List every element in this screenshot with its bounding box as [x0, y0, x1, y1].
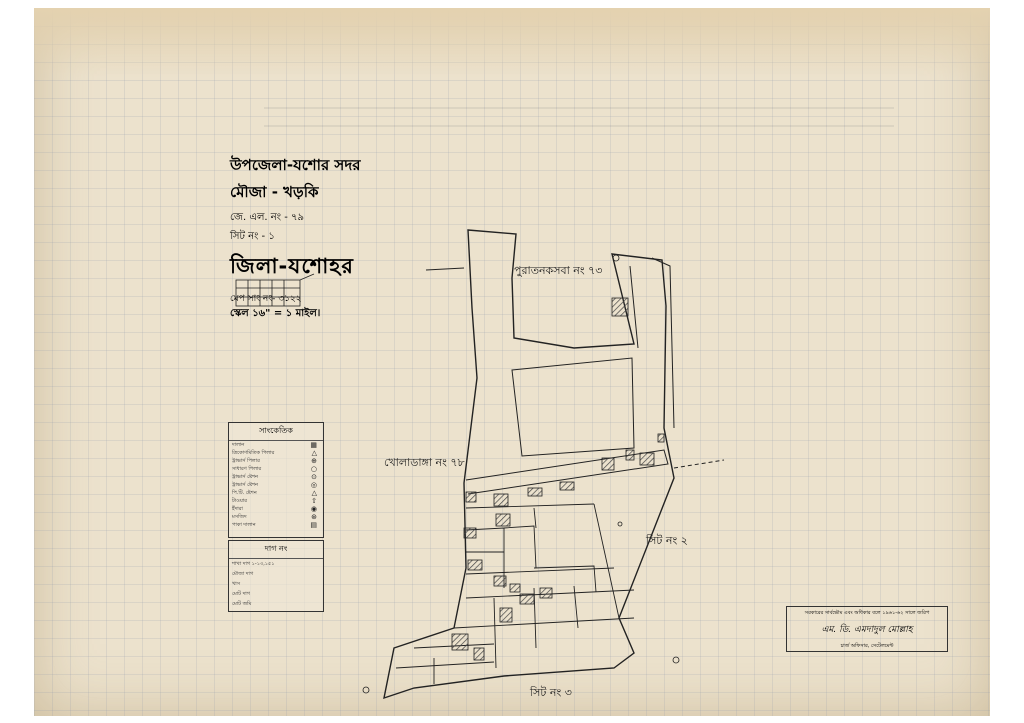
- road: [465, 449, 669, 495]
- legend-symbol-icon: ◉: [310, 505, 317, 513]
- legend-symbol-icon: ⊕: [311, 457, 317, 465]
- buildings: [451, 297, 665, 661]
- cadastral-map: [235, 107, 894, 700]
- stats-row: মোট দাগ: [232, 591, 250, 597]
- plot-stats-box: দাগ নং শাখা দাগ ১-১৩,১৫১ মৌজা দাগ খাস মোট দ…: [228, 540, 324, 612]
- legend-title: সাংকেতিক: [229, 423, 323, 441]
- central-plot: [511, 357, 635, 457]
- label-south-sheet: সিট নং ৩: [530, 686, 572, 699]
- district-name: জিলা-যশোহর: [230, 254, 354, 278]
- legend-item: টাওয়ার ⇧: [229, 497, 323, 505]
- legend-box: সাংকেতিক দালান▦ত্রিকোণমিতিক পিলার△ট্রাভা…: [228, 422, 324, 538]
- legend-item-label: পি.টি. ষ্টেশন: [232, 490, 257, 496]
- signature-box: সরকারের সার্বভৌম এবং অধিকার বলে ১৯৬১-৬২ …: [786, 606, 948, 652]
- legend-symbol-icon: ○: [310, 465, 317, 473]
- legend-symbol-icon: ⇧: [311, 497, 317, 505]
- plot-lines: [395, 503, 635, 684]
- stats-row: শাখা দাগ ১-১৩,১৫১: [232, 561, 275, 567]
- legend-symbol-icon: △: [311, 489, 317, 497]
- paper-stain: [34, 8, 990, 78]
- legend-item-label: দালান: [232, 442, 245, 448]
- legend-item: দালান ▦: [229, 441, 323, 449]
- legend-symbol-icon: ⊛: [311, 513, 317, 521]
- sheet-number: সিট নং - ১: [230, 231, 275, 242]
- mouza-name: মৌজা - খড়কি: [230, 183, 319, 201]
- legend-item-label: ইঁদারা: [232, 506, 243, 512]
- legend-item: ইঁদারা ◉: [229, 505, 323, 513]
- header-table-lines: [264, 107, 894, 127]
- map-title-block: উপজেলা-যশোর সদর মৌজা - খড়কি জে. এল. নং …: [230, 154, 390, 323]
- legend-item: পি.টি. ষ্টেশন △: [229, 489, 323, 497]
- legend-item-label: টাওয়ার: [232, 498, 247, 504]
- dashed-boundary: [673, 459, 725, 469]
- legend-item: ট্রাভার্স পিলার ⊕: [229, 457, 323, 465]
- legend-item-label: সাধারণ পিলার: [232, 466, 262, 472]
- stats-row: খাস: [232, 581, 241, 587]
- legend-item: ট্রাভার্স ষ্টেশন ⊙: [229, 473, 323, 481]
- legend-item-label: ট্রাভার্স পিলার: [232, 458, 260, 464]
- scale-graphic: [235, 273, 315, 307]
- legend-item-label: ট্রাভার্স ষ্টেশন: [232, 474, 259, 480]
- legend-item-label: ত্রিকোণমিতিক পিলার: [232, 450, 275, 456]
- officer-designation: চার্জ অফিসার, সেটেলমেন্ট: [840, 643, 894, 649]
- jl-number: জে. এল. নং - ৭৯: [230, 212, 305, 223]
- stats-row: মোট জমি: [232, 601, 252, 607]
- legend-symbol-icon: ⊙: [311, 473, 317, 481]
- legend-symbol-icon: △: [311, 449, 317, 457]
- stats-rows: শাখা দাগ ১-১৩,১৫১ মৌজা দাগ খাস মোট দাগ মোট জ…: [229, 559, 323, 609]
- pillar-markers: [362, 254, 680, 694]
- survey-declaration: সরকারের সার্বভৌম এবং অধিকার বলে ১৯৬১-৬২ …: [804, 610, 930, 616]
- label-east-sheet: সিট নং ২: [646, 534, 688, 547]
- legend-item: সাধারণ পিলার ○: [229, 465, 323, 473]
- stats-title: দাগ নং: [229, 541, 323, 559]
- legend-symbol-icon: ▦: [310, 441, 317, 449]
- mouza-boundary: [383, 229, 675, 700]
- boundary-strip: [651, 257, 675, 429]
- legend-item-label: পাকা দালান: [232, 522, 256, 528]
- map-scale: স্কেল ১৬" = ১ মাইল।: [230, 308, 321, 319]
- upazila-name: উপজেলা-যশোর সদর: [230, 156, 361, 174]
- legend-symbol-icon: ◎: [310, 481, 317, 489]
- legend-item: ট্রাভার্স ষ্টেশন ◎: [229, 481, 323, 489]
- map-sheet: উপজেলা-যশোর সদর মৌজা - খড়কি জে. এল. নং …: [34, 8, 990, 716]
- legend-item-label: মসজিদ: [232, 514, 247, 520]
- legend-item: ত্রিকোণমিতিক পিলার △: [229, 449, 323, 457]
- stats-row: মৌজা দাগ: [232, 571, 254, 577]
- label-west-area: খোলাডাঙ্গা নং ৭৮: [384, 456, 465, 469]
- officer-signature: এম. ডি. এমদাদুল মোল্লাহ: [821, 625, 913, 635]
- legend-item: মসজিদ ⊛: [229, 513, 323, 521]
- legend-symbol-icon: ▤: [310, 521, 317, 529]
- label-north-area: পুরাতনকসবা নং ৭৩: [514, 264, 603, 277]
- legend-item-label: ট্রাভার্স ষ্টেশন: [232, 482, 259, 488]
- survey-number: মেপ সাং নং- ৩১২২: [230, 294, 302, 304]
- legend-item: পাকা দালান ▤: [229, 521, 323, 529]
- legend-rows: দালান▦ত্রিকোণমিতিক পিলার△ট্রাভার্স পিলার…: [229, 441, 323, 529]
